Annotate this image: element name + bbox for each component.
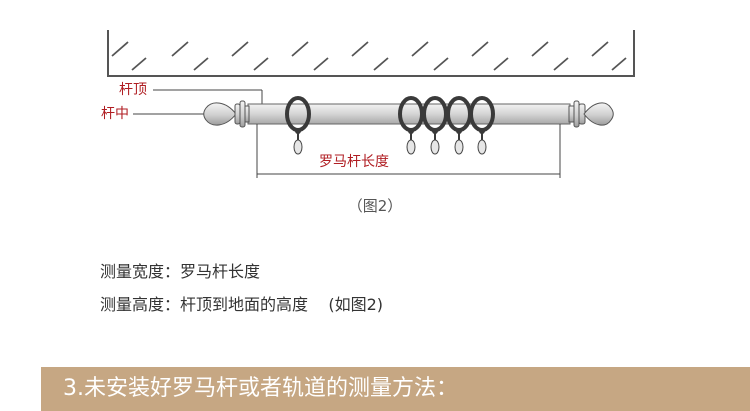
curtain-ring [469, 96, 495, 155]
method-height: 测量高度：杆顶到地面的高度 (如图2) [100, 295, 384, 314]
roman-rod [247, 103, 571, 125]
section-title: 3.未安装好罗马杆或者轨道的测量方法： [63, 376, 458, 401]
left-finial [203, 100, 250, 128]
label-rod-top: 杆顶 [119, 82, 147, 98]
rod-length-dimension [256, 124, 561, 178]
method-width: 测量宽度：罗马杆长度 [100, 262, 261, 281]
label-rod-length: 罗马杆长度 [319, 154, 389, 170]
ceiling-box [107, 30, 635, 77]
label-rod-middle: 杆中 [101, 106, 129, 122]
curtain-ring [285, 96, 311, 155]
figure-caption: （图2） [347, 197, 403, 215]
curtain-rings [285, 96, 495, 155]
curtain-rod-diagram [107, 30, 635, 178]
leader-lines [133, 89, 263, 115]
section-banner: 3.未安装好罗马杆或者轨道的测量方法： [41, 367, 750, 411]
right-finial [568, 100, 614, 128]
